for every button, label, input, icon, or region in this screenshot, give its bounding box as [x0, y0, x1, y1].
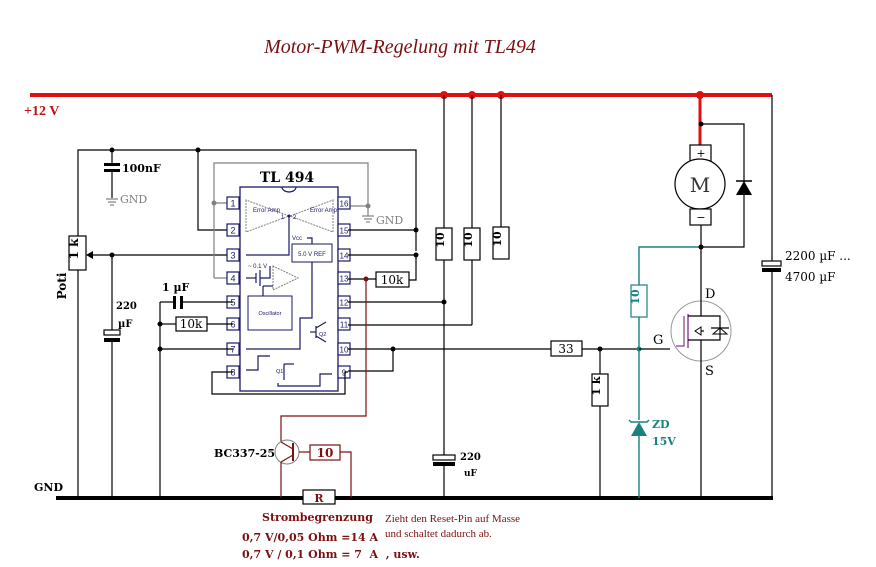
supply-label: +12 V	[24, 104, 59, 119]
deadtime-label: ~ 0.1 V	[248, 264, 267, 270]
ic-pin-label: 1	[230, 199, 235, 209]
ic-pin-9	[337, 365, 351, 379]
ic-pin-label: 16	[340, 200, 349, 209]
resistor-label: 10	[491, 231, 504, 247]
motor-plus: +	[696, 147, 705, 160]
ic-pin-11	[337, 317, 351, 331]
calc-note-2: 0,7 V / 0,1 Ohm = 7 A , usw.	[242, 548, 420, 561]
bulk-cap-value-1: 2200 µF ...	[785, 249, 851, 263]
resistor-label: 10k	[381, 273, 404, 287]
zener-label: ZD	[652, 418, 670, 431]
wire	[77, 149, 417, 251]
capacitor-bulk	[761, 260, 782, 267]
ground-icon	[362, 206, 374, 223]
resistor-sense	[302, 489, 336, 505]
calc-note-1: 0,7 V/0,05 Ohm =14 A	[242, 531, 379, 544]
poti-label: Poti	[55, 272, 69, 299]
oscillator-label: Oscillator	[259, 311, 282, 317]
bulk-cap-value-2: 4700 µF	[785, 270, 835, 284]
source-label: S	[705, 364, 714, 379]
resistor-label: 10	[317, 446, 334, 460]
amp-number: 2	[293, 215, 297, 221]
error-amp-label: Error Amp	[310, 208, 338, 214]
resistor-label: 10	[434, 232, 447, 248]
ic-pin-label: 2	[230, 226, 235, 236]
ground-icon	[106, 198, 118, 206]
transistor-label: BC337-25	[214, 447, 275, 460]
ic-pin-label: 14	[340, 252, 349, 261]
ic-pin-label: 9	[342, 369, 347, 378]
capacitor-100nf	[104, 163, 120, 166]
ic-pin-label: 3	[230, 251, 235, 261]
cap-unit: µF	[118, 319, 132, 330]
gate-label: G	[653, 333, 663, 348]
ic-pin-label: 13	[340, 275, 349, 284]
q2-label: Q2	[319, 332, 326, 338]
capacitor-220uf	[103, 329, 121, 336]
ic-pin-2	[226, 223, 240, 237]
current-limit-title: Strombegrenzung	[262, 511, 373, 524]
freewheel-diode-icon	[736, 181, 752, 195]
ic-pin-label: 11	[340, 321, 349, 330]
error-amp-2	[288, 199, 334, 233]
ic-pin-label: 4	[230, 274, 235, 284]
ground-label: GND	[34, 481, 63, 494]
zener-diode-icon	[631, 422, 647, 436]
resistor-10-c	[492, 226, 510, 260]
ic-pin-13	[337, 271, 351, 285]
oscillator-block	[247, 295, 293, 331]
resistor-10k-pin13	[375, 271, 410, 288]
transistor-bc337	[274, 439, 300, 465]
ic-pin-label: 10	[340, 346, 349, 355]
ic-pin-4	[226, 271, 240, 285]
cap-value: 220	[116, 301, 137, 312]
resistor-33-gate	[550, 340, 583, 357]
ic-gnd-label: GND	[376, 214, 403, 227]
vcc-label: Vcc	[292, 236, 302, 242]
motor-minus: −	[696, 211, 705, 224]
c-timing-label: 1 µF	[162, 281, 190, 294]
zener-value: 15V	[652, 435, 676, 448]
resistor-label: R	[314, 492, 324, 505]
resistor-label: 10k	[180, 317, 203, 331]
ic-pin-label: 12	[340, 299, 349, 308]
reset-note-2: und schaltet dadurch ab.	[385, 528, 492, 540]
capacitor-100nf-label: 100nF	[122, 162, 161, 175]
reset-note-1: Zieht den Reset-Pin auf Masse	[385, 513, 520, 525]
deadtime-comparator	[272, 265, 300, 291]
cap-value: 220	[460, 452, 481, 463]
ic-pin-1	[226, 196, 240, 210]
error-amp-label: Error Amp	[253, 208, 281, 214]
cap-unit: uF	[464, 469, 478, 479]
error-amp-1	[245, 199, 291, 233]
q1-label: Q1	[276, 369, 283, 375]
ic-pin-3	[226, 248, 240, 262]
resistor-label: 10	[462, 232, 475, 248]
resistor-label: 33	[558, 342, 573, 356]
ic-pin-label: 15	[340, 227, 349, 236]
ref-label: 5.0 V REF	[298, 252, 326, 258]
resistor-label: 1 k	[590, 376, 603, 395]
ic-name: TL 494	[260, 170, 315, 186]
capacitor-220uf-ref	[432, 454, 456, 461]
amp-number: 1	[281, 215, 285, 221]
ic-pin-16	[337, 196, 351, 210]
schematic-title: Motor-PWM-Regelung mit TL494	[263, 36, 536, 58]
motor-label: M	[690, 173, 710, 197]
drain-label: D	[705, 287, 715, 302]
gnd-label: GND	[120, 193, 147, 206]
poti-value: 1 k	[67, 238, 81, 260]
wiper-arrow-icon	[86, 251, 93, 259]
resistor-label: 10	[629, 289, 642, 305]
capacitor-1uf	[173, 296, 176, 309]
